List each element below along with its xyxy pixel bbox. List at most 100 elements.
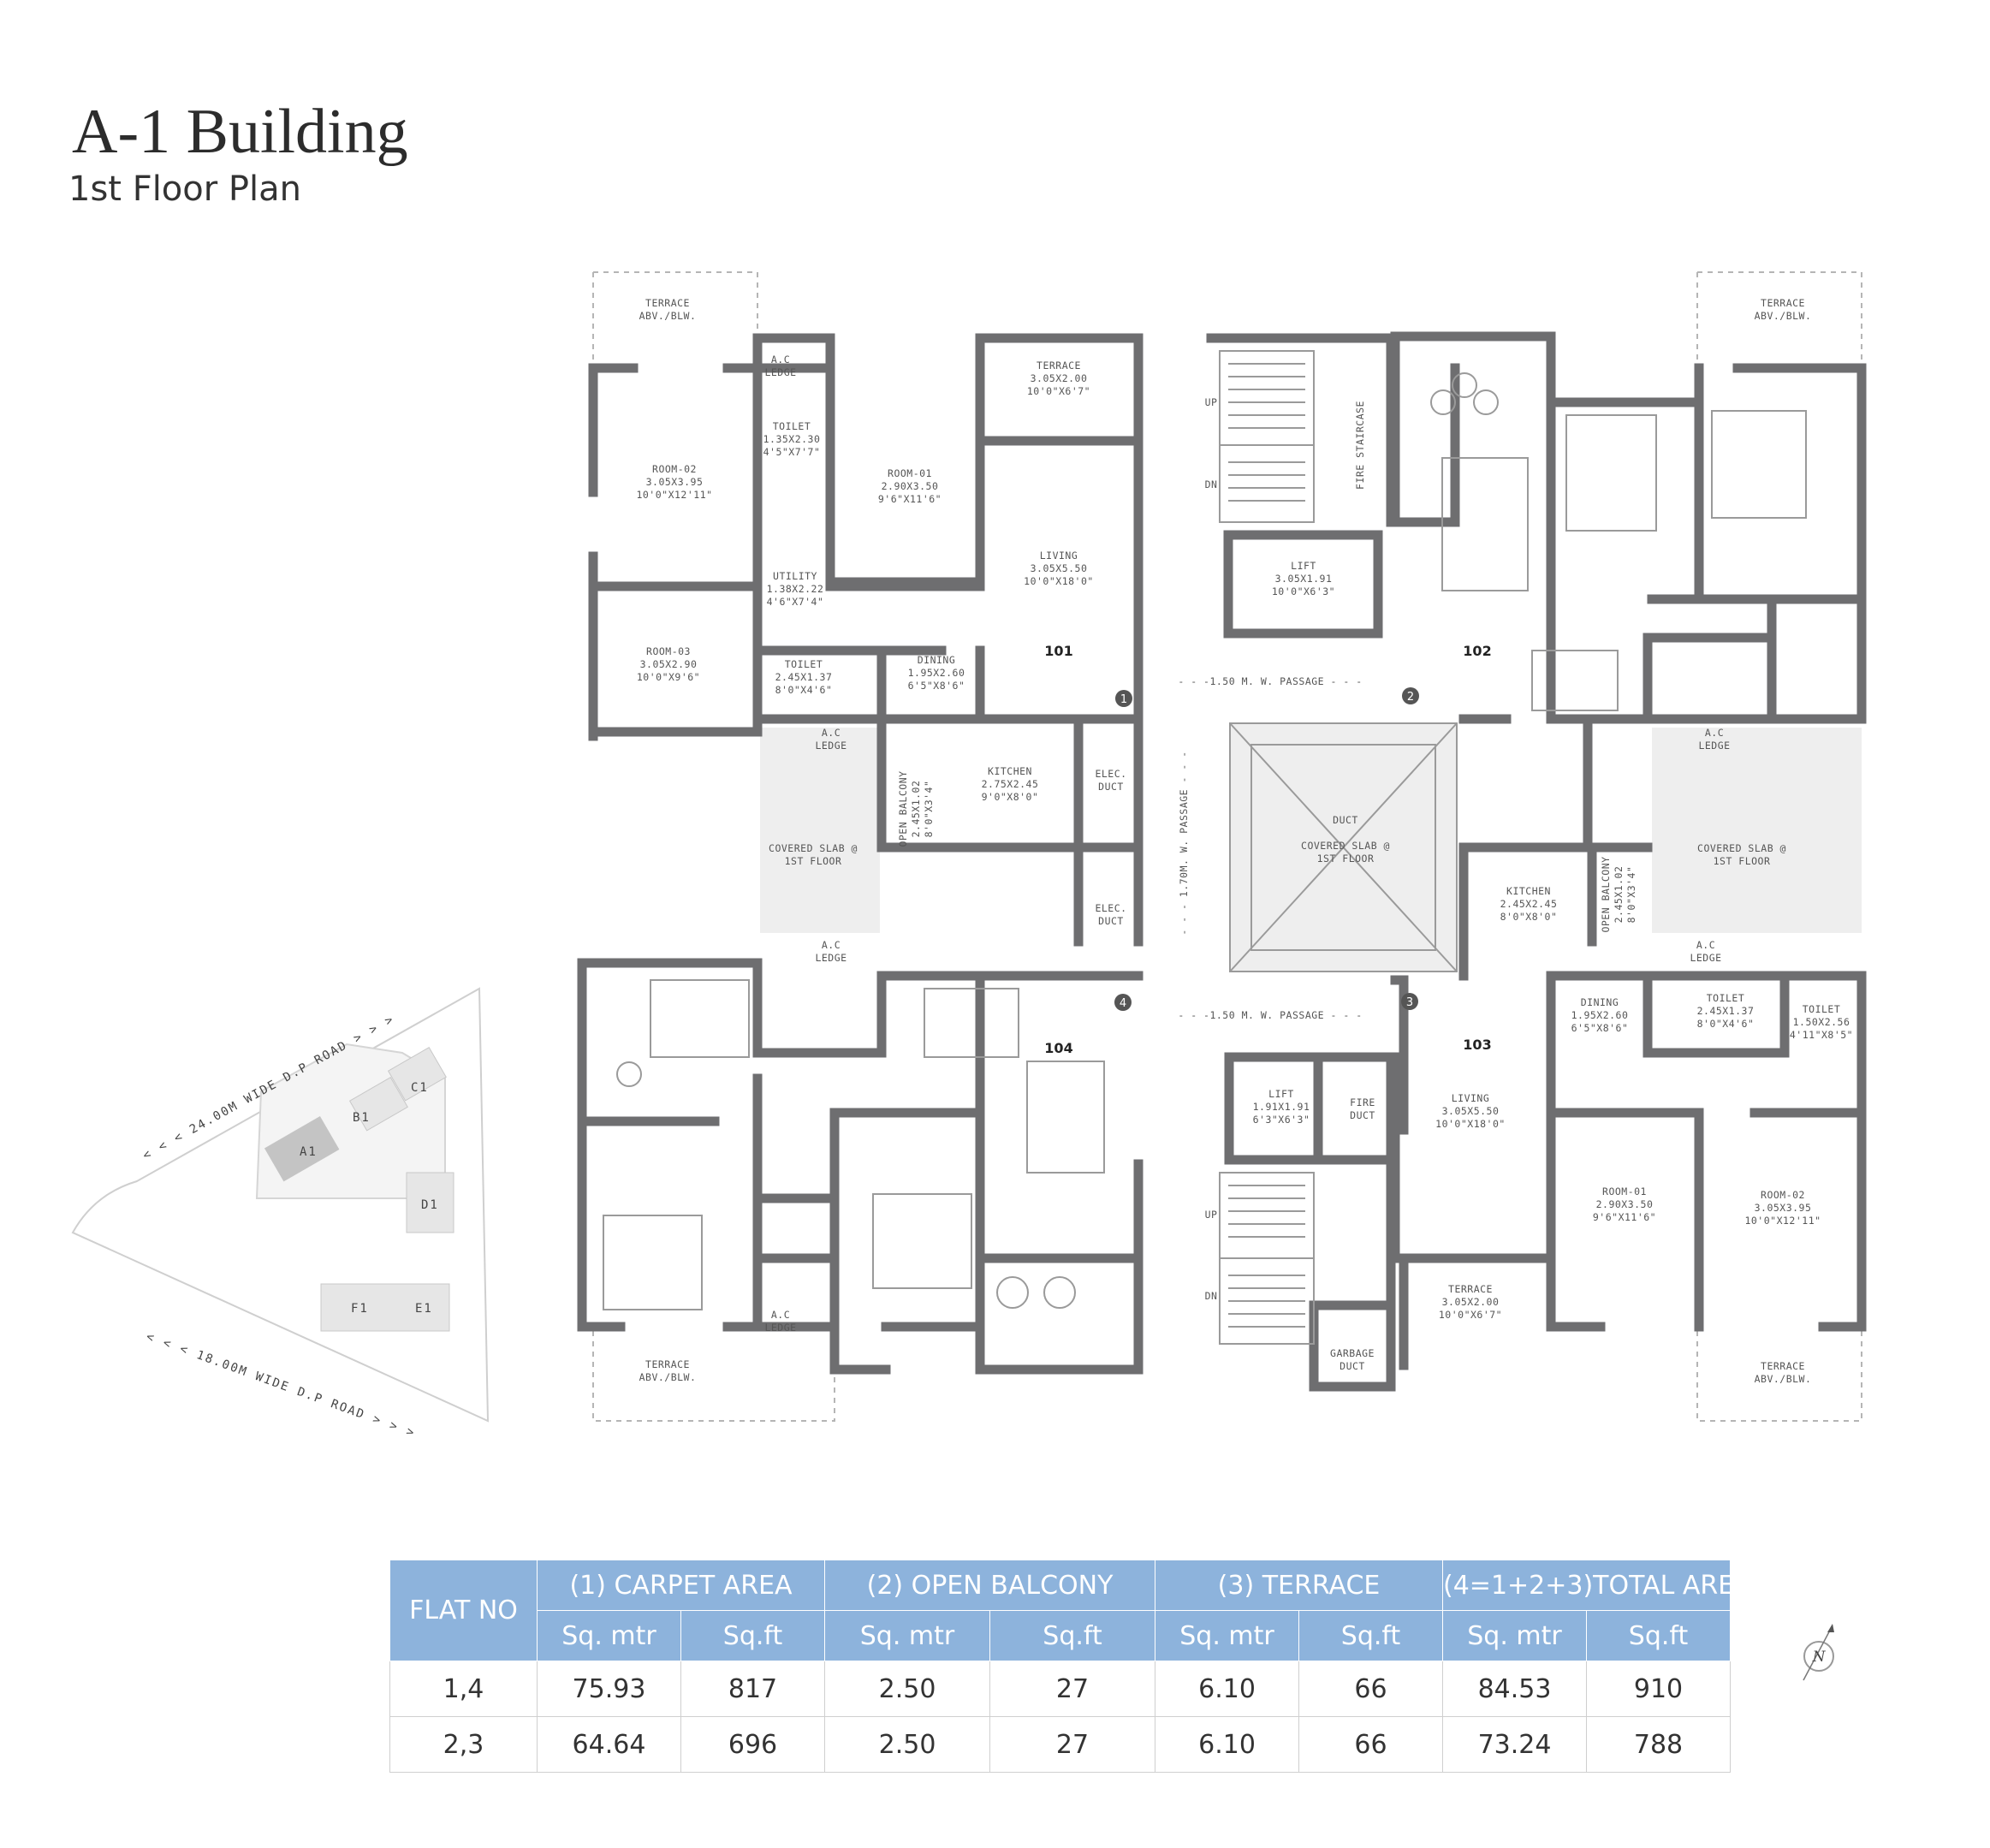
passage-top-label: - - -1.50 M. W. PASSAGE - - - [1178, 675, 1362, 687]
unit-cell: Sq.ft [680, 1610, 826, 1661]
building-d1-label: D1 [421, 1198, 439, 1212]
covered-slab-left [760, 728, 880, 933]
unit-cell: Sq.ft [989, 1610, 1156, 1661]
door-1-number: 1 [1120, 693, 1127, 706]
table-cell: 66 [1298, 1716, 1444, 1773]
flat-104-label: 104 [1044, 1040, 1072, 1056]
door-2-marker [1402, 687, 1419, 704]
door-3-number: 3 [1406, 996, 1413, 1009]
table-cell: 2,3 [389, 1716, 538, 1773]
site-outline [71, 987, 490, 1423]
open-balcony-label: OPEN BALCONY2.45X1.028'0"X3'4" [897, 770, 935, 847]
open-balcony-102-label: OPEN BALCONY2.45X1.028'0"X3'4" [1600, 856, 1637, 932]
area-table: FLAT NO (1) CARPET AREA (2) OPEN BALCONY… [389, 1560, 1752, 1773]
site-plan: A1 B1 C1 D1 F1 E1 < < < 24.00M WIDE D.P … [71, 987, 490, 1441]
table-cell: 84.53 [1442, 1661, 1588, 1717]
furniture [603, 372, 1807, 1310]
table-cell: 6.10 [1155, 1661, 1300, 1717]
north-compass-icon: N [1803, 1624, 1834, 1681]
door-4-number: 4 [1120, 997, 1126, 1010]
table-cell: 788 [1586, 1716, 1732, 1773]
table-row: 1,4 75.93 817 2.50 27 6.10 66 84.53 910 [389, 1661, 1732, 1717]
passage-bottom-label: - - -1.50 M. W. PASSAGE - - - [1178, 1009, 1362, 1021]
col-terrace: (3) TERRACE [1155, 1560, 1444, 1611]
building-c1-label: C1 [411, 1081, 429, 1095]
door-markers: 1 2 3 4 [1114, 687, 1419, 1011]
unit-cell: Sq.ft [1298, 1610, 1444, 1661]
door-4-marker [1114, 994, 1132, 1011]
table-cell: 27 [989, 1716, 1156, 1773]
unit-cell: Sq. mtr [1155, 1610, 1300, 1661]
table-header-row: FLAT NO (1) CARPET AREA (2) OPEN BALCONY… [389, 1560, 1752, 1661]
covered-slab-label: COVERED SLAB @1ST FLOOR [769, 842, 858, 867]
door-2-number: 2 [1407, 691, 1414, 704]
table-cell: 2.50 [824, 1661, 991, 1717]
col-carpet-area: (1) CARPET AREA [536, 1560, 826, 1611]
dn-label-top: DN [1205, 478, 1218, 490]
table-cell: 64.64 [537, 1716, 681, 1773]
flat-numbers: 101 102 103 104 [1044, 643, 1491, 1056]
flat-101-label: 101 [1044, 643, 1072, 659]
building-a1-label: A1 [300, 1145, 318, 1159]
flat-102-label: 102 [1463, 643, 1491, 659]
building-f1-label: F1 [351, 1302, 369, 1316]
compass-label: N [1812, 1649, 1827, 1666]
building-e1-f1-block [320, 1283, 450, 1332]
road-bottom-label: < < < 18.00M WIDE D.P ROAD > > > [145, 1330, 418, 1441]
door-3-marker [1401, 993, 1418, 1010]
table-cell: 66 [1298, 1661, 1444, 1717]
page-title: A-1 Building [72, 97, 408, 167]
building-c1-block [387, 1046, 447, 1102]
covered-slab-102-label: COVERED SLAB @1ST FLOOR [1697, 842, 1786, 867]
table-row: 2,3 64.64 696 2.50 27 6.10 66 73.24 788 [389, 1716, 1732, 1773]
up-label-top: UP [1205, 396, 1218, 408]
elec-duct-label: ELEC.DUCT [1095, 768, 1126, 793]
flat-103-label: 103 [1463, 1037, 1491, 1053]
table-cell: 1,4 [389, 1661, 538, 1717]
door-1-marker [1115, 690, 1132, 707]
building-d1-block [406, 1172, 454, 1233]
passage-vertical-label: - - - 1.70M. W. PASSAGE - - - [1178, 751, 1190, 935]
unit-cell: Sq.ft [1586, 1610, 1732, 1661]
up-label-bottom: UP [1205, 1209, 1218, 1221]
table-cell: 6.10 [1155, 1716, 1300, 1773]
table-cell: 910 [1586, 1661, 1732, 1717]
dn-label-bottom: DN [1205, 1290, 1218, 1302]
building-e1-label: E1 [415, 1302, 433, 1316]
building-b1-block [348, 1076, 408, 1132]
table-cell: 27 [989, 1661, 1156, 1717]
building-b1-label: B1 [353, 1111, 371, 1125]
unit-cell: Sq. mtr [1442, 1610, 1588, 1661]
table-unit-row: Sq. mtr Sq.ft Sq. mtr Sq.ft Sq. mtr Sq.f… [390, 1610, 1732, 1661]
table-cell: 817 [680, 1661, 826, 1717]
